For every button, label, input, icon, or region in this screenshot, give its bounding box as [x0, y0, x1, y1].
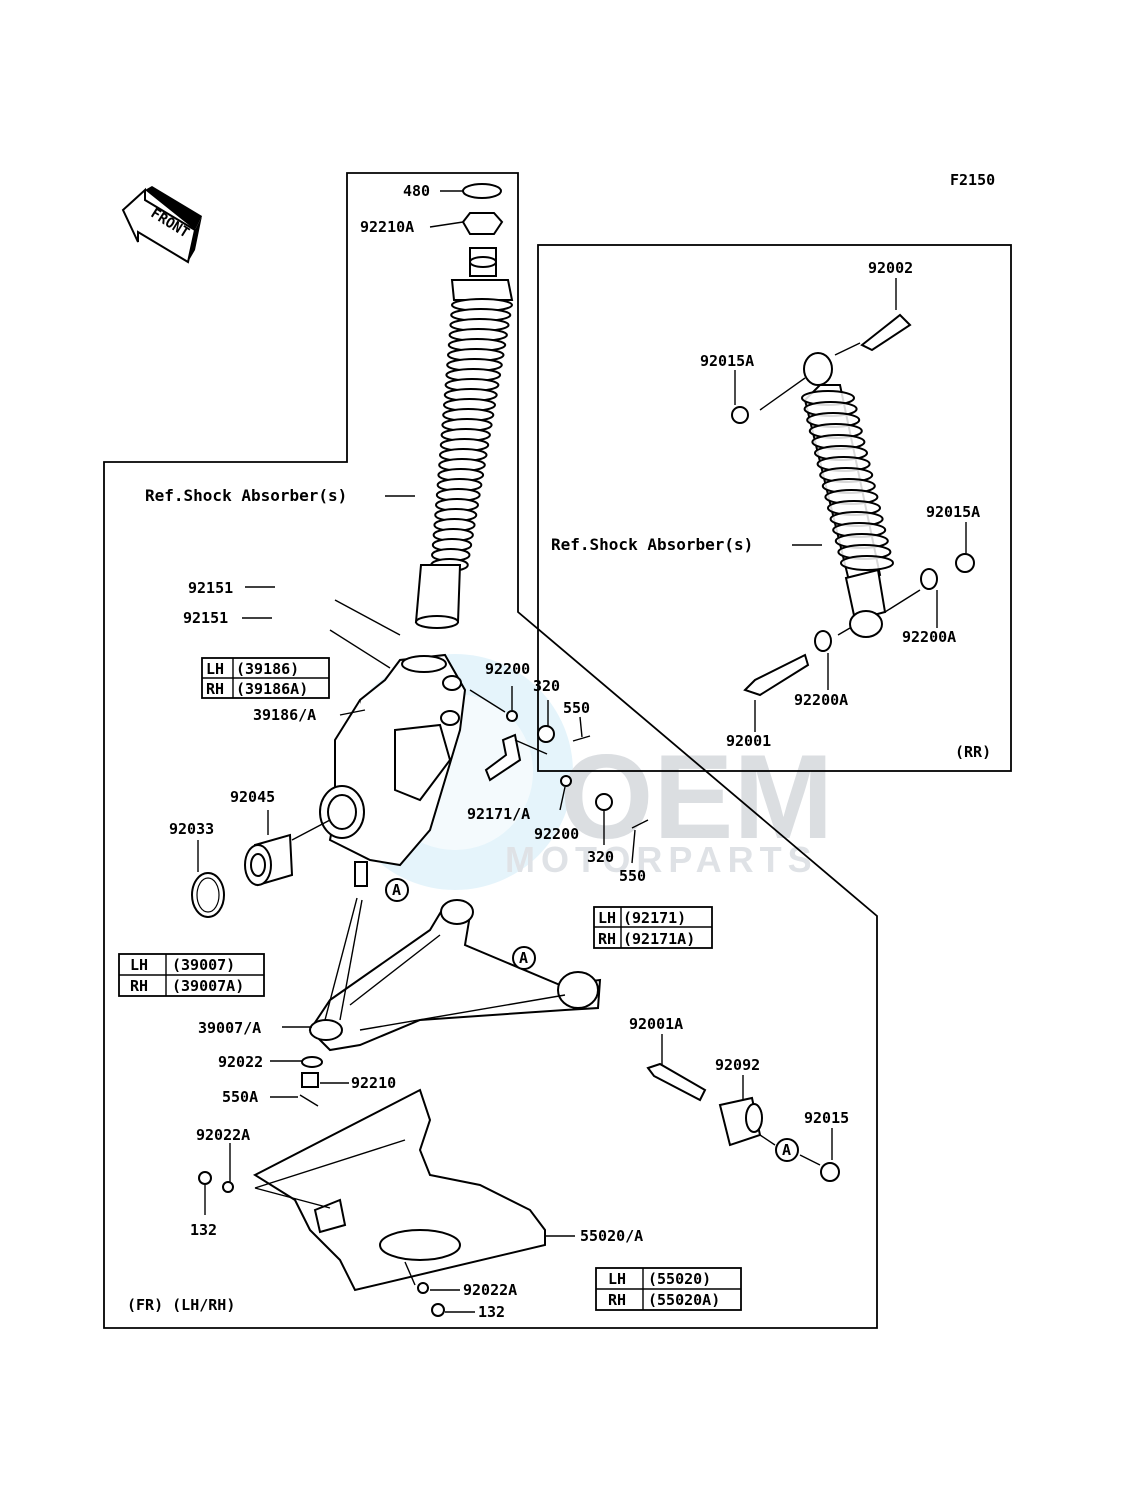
part-label: 92002: [868, 259, 913, 277]
marker-a: A: [519, 949, 528, 967]
part-label: 92015A: [700, 352, 754, 370]
marker-a: A: [392, 881, 401, 899]
knuckle-hardware: [484, 710, 649, 829]
watermark-sub: MOTORPARTS: [505, 839, 818, 880]
part-label: 132: [190, 1221, 217, 1239]
part-label: 92045: [230, 788, 275, 806]
rear-shock-absorber: [731, 313, 975, 697]
table-55020: LH (55020) RH (55020A): [595, 1267, 742, 1311]
table-rh-value: (39186A): [236, 680, 308, 698]
rear-section-frame: [537, 244, 1012, 772]
part-label: 92022: [218, 1053, 263, 1071]
table-lh: LH: [130, 956, 148, 974]
table-rh-value: (39007A): [172, 977, 244, 995]
skid-plate-55020: [198, 1088, 546, 1317]
ball-joint-hardware: [299, 1056, 323, 1107]
part-label: 320: [587, 848, 614, 866]
part-label: 320: [533, 677, 560, 695]
part-label: 550: [563, 699, 590, 717]
table-rh: RH: [598, 930, 616, 948]
table-rh: RH: [206, 680, 224, 698]
part-label: 480: [403, 182, 430, 200]
table-39186: LH (39186) RH (39186A): [201, 657, 330, 699]
part-label: 92151: [183, 609, 228, 627]
bearing-92045: [244, 833, 294, 887]
table-lh-value: (39186): [236, 660, 299, 678]
part-label: 92001A: [629, 1015, 683, 1033]
table-lh-value: (39007): [172, 956, 235, 974]
front-caption: (FR) (LH/RH): [127, 1296, 235, 1314]
front-part-labels: 480 92210A Ref.Shock Absorber(s) 92151 9…: [127, 182, 849, 1321]
part-label: 92200A: [902, 628, 956, 646]
part-label: 92015: [804, 1109, 849, 1127]
diagram-code: F2150: [950, 171, 995, 189]
part-label: 92022A: [196, 1126, 250, 1144]
part-label: 92022A: [463, 1281, 517, 1299]
table-lh-value: (92171): [623, 909, 686, 927]
part-label: 92171/A: [467, 805, 530, 823]
marker-a-group: A A A: [385, 878, 799, 1162]
part-label: 39186/A: [253, 706, 316, 724]
part-label: 92092: [715, 1056, 760, 1074]
front-shock-absorber: [414, 183, 514, 629]
table-rh: RH: [130, 977, 148, 995]
part-label: 55020/A: [580, 1227, 643, 1245]
a-arm-39007: [308, 899, 602, 1052]
table-rh-value: (55020A): [648, 1291, 720, 1309]
part-label: 550: [619, 867, 646, 885]
front-section-frame: [103, 172, 878, 1329]
part-label: 92001: [726, 732, 771, 750]
leader-lines: [197, 190, 967, 1313]
part-label: 39007/A: [198, 1019, 261, 1037]
rear-part-labels: 92002 92015A Ref.Shock Absorber(s) 92015…: [551, 259, 991, 761]
table-39007: LH (39007) RH (39007A): [118, 953, 265, 997]
knuckle-39186: [319, 653, 467, 887]
part-label: 92015A: [926, 503, 980, 521]
part-label: 132: [478, 1303, 505, 1321]
part-label: 92033: [169, 820, 214, 838]
part-label: 92200: [485, 660, 530, 678]
table-rh-value: (92171A): [623, 930, 695, 948]
table-lh-value: (55020): [648, 1270, 711, 1288]
table-lh: LH: [206, 660, 224, 678]
marker-a: A: [782, 1141, 791, 1159]
table-92171: LH (92171) RH (92171A): [593, 906, 713, 949]
part-label: 92210A: [360, 218, 414, 236]
ref-shock-label: Ref.Shock Absorber(s): [145, 486, 347, 505]
circlip-92033: [191, 872, 225, 918]
part-label: 92200A: [794, 691, 848, 709]
front-arrow-icon: FRONT: [121, 186, 202, 264]
ref-shock-label: Ref.Shock Absorber(s): [551, 535, 753, 554]
table-lh: LH: [608, 1270, 626, 1288]
table-rh: RH: [608, 1291, 626, 1309]
part-label: 550A: [222, 1088, 258, 1106]
part-label: 92151: [188, 579, 233, 597]
part-label: 92200: [534, 825, 579, 843]
part-label: 92210: [351, 1074, 396, 1092]
rear-caption: (RR): [955, 743, 991, 761]
table-lh: LH: [598, 909, 616, 927]
